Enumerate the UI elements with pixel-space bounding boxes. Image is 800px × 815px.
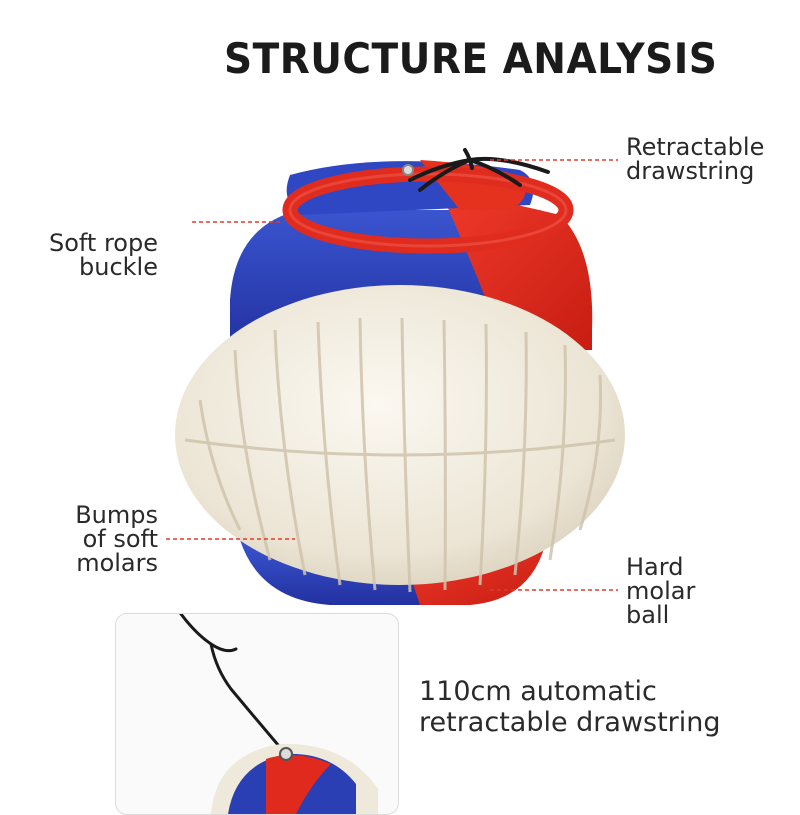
- inset-illustration: [179, 614, 378, 814]
- label-line: molar: [626, 577, 696, 605]
- retractable-drawstring: [402, 148, 550, 192]
- label-line: Hard: [626, 553, 684, 581]
- label-bumps-soft-molars: Bumps of soft molars: [40, 503, 158, 575]
- caption-line: retractable drawstring: [419, 707, 721, 738]
- label-soft-rope-buckle: Soft rope buckle: [36, 231, 158, 279]
- label-retractable-drawstring: Retractable drawstring: [626, 135, 764, 183]
- label-hard-molar-ball: Hard molar ball: [626, 555, 695, 627]
- caption-line: 110cm automatic: [419, 676, 657, 707]
- label-line: buckle: [79, 253, 158, 281]
- soft-molar-bumps: [175, 285, 625, 593]
- label-line: Retractable: [626, 133, 765, 161]
- label-line: drawstring: [626, 157, 755, 185]
- label-line: ball: [626, 601, 670, 629]
- drawstring-inset-photo: [115, 613, 399, 815]
- page-title: STRUCTURE ANALYSIS: [224, 34, 718, 83]
- label-line: Bumps: [75, 501, 158, 529]
- label-line: of soft: [82, 525, 158, 553]
- label-line: molars: [76, 549, 158, 577]
- inset-ball: [211, 743, 378, 814]
- inset-drawstring: [179, 614, 286, 754]
- label-line: Soft rope: [48, 229, 158, 257]
- drawstring-caption: 110cm automatic retractable drawstring: [419, 676, 721, 738]
